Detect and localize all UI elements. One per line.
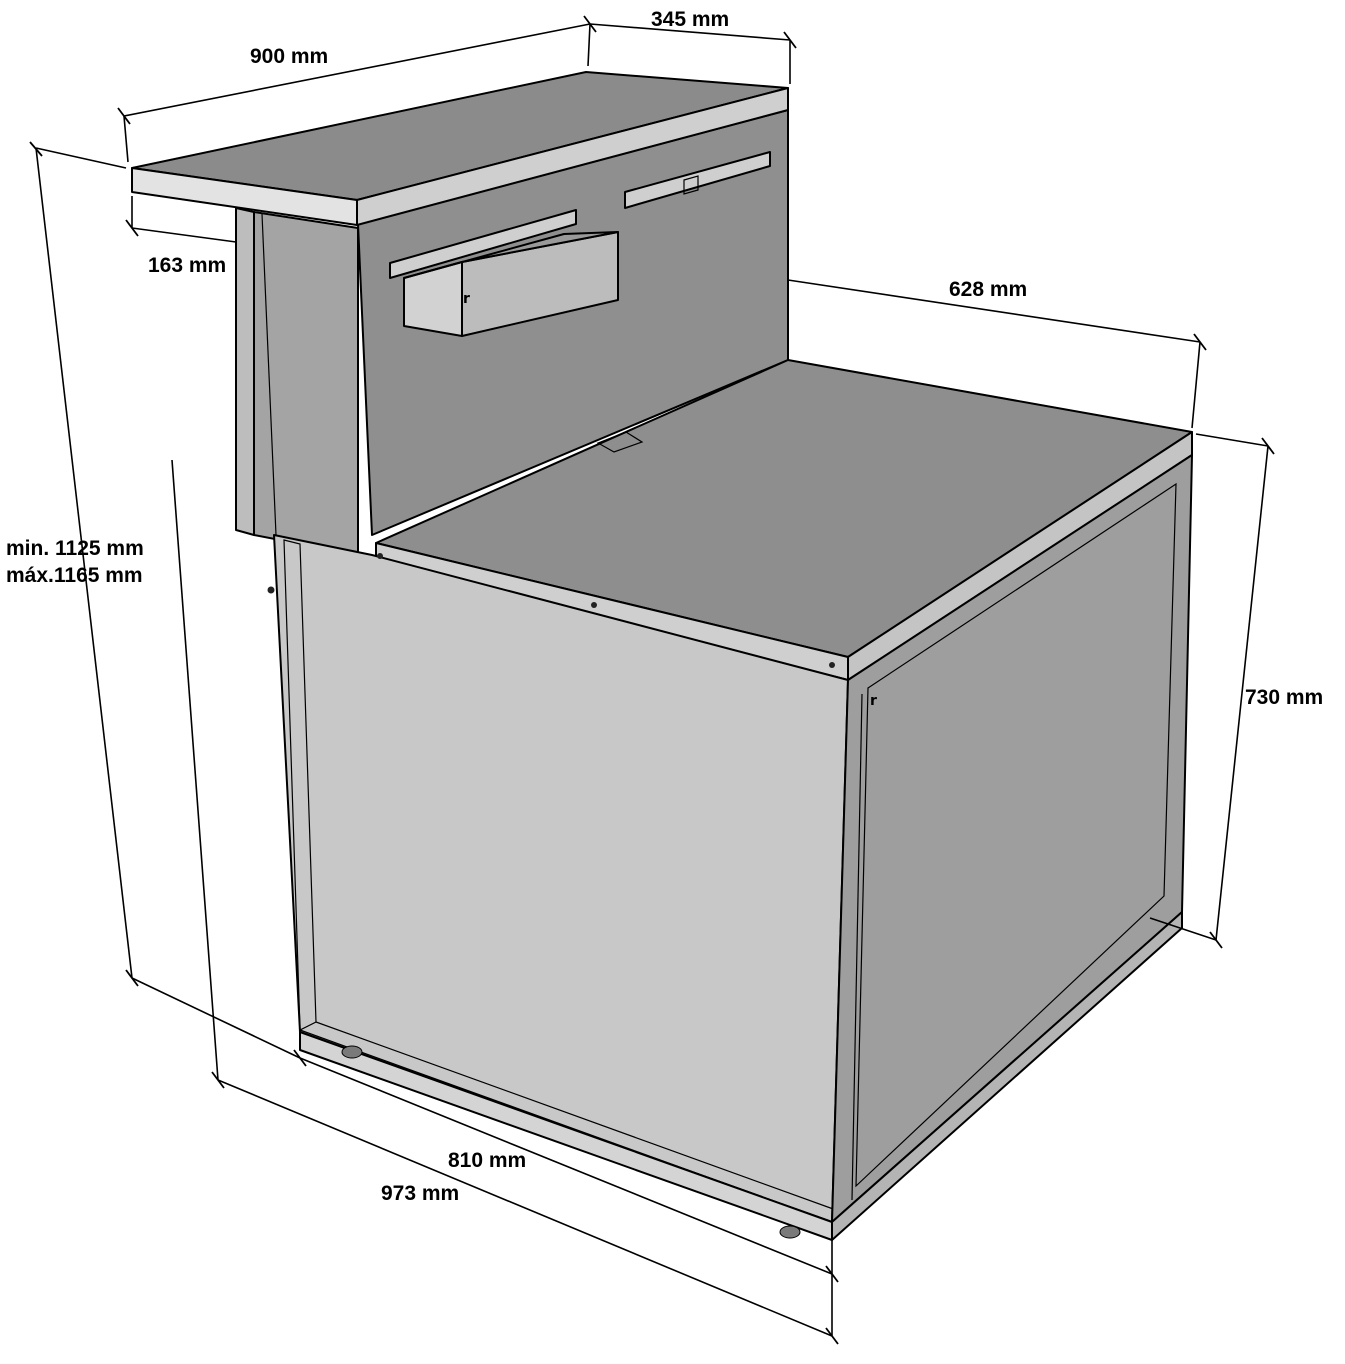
rail-left — [389, 209, 577, 279]
dimension-lines — [29, 15, 1275, 1345]
tray-top — [403, 231, 619, 279]
cabinet: r r — [131, 71, 1193, 1241]
label-top-depth: 345 mm — [651, 8, 729, 31]
rail-right-clip — [683, 175, 699, 195]
worktop-slot — [596, 431, 644, 453]
label-base-width: 810 mm — [448, 1149, 526, 1172]
label-top-width: 900 mm — [250, 45, 328, 68]
tray-logo-icon: r — [463, 291, 470, 307]
foot-right — [779, 1225, 801, 1239]
label-worktop-depth: 628 mm — [949, 278, 1027, 301]
label-total-height-max: máx.1165 mm — [6, 564, 143, 587]
label-base-height: 730 mm — [1245, 686, 1323, 709]
side-logo-icon: r — [870, 693, 877, 709]
screw — [267, 586, 275, 594]
label-top-overhang: 163 mm — [148, 254, 226, 277]
top-shelf-side — [356, 87, 789, 226]
screw — [377, 553, 383, 559]
screw — [591, 602, 597, 608]
base-side-inner — [855, 482, 1177, 1188]
left-post-side — [235, 207, 255, 536]
label-overall-width: 973 mm — [381, 1182, 459, 1205]
foot-left — [341, 1045, 363, 1059]
label-total-height-min: min. 1125 mm — [6, 537, 144, 560]
screw — [829, 662, 835, 668]
dimension-labels: 900 mm 345 mm 163 mm 628 mm min. 1125 mm… — [6, 8, 1323, 1205]
